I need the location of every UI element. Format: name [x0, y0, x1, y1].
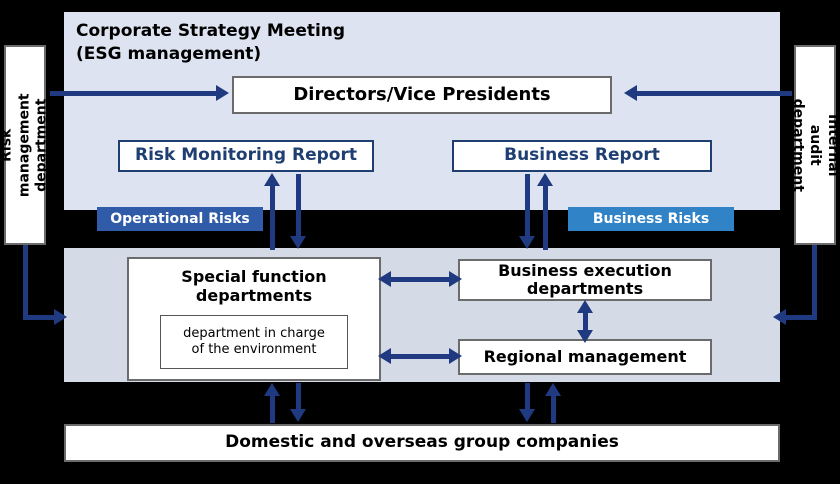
arrow-special-biz-head-left: [378, 271, 391, 287]
group-companies-box[interactable]: Domestic and overseas group companies: [64, 424, 780, 462]
arrow-group-right-down-head: [519, 409, 535, 422]
risk-management-department-box[interactable]: Risk management department: [0, 45, 50, 245]
arrow-special-regional-line: [389, 354, 451, 359]
arrow-group-left-up-line: [270, 393, 275, 423]
arrow-business-up-head: [537, 173, 553, 186]
arrow-operational-up-line: [270, 184, 275, 250]
arrow-business-up-line: [543, 184, 548, 250]
arrow-risk-mgmt-to-directors-head: [216, 85, 229, 101]
regional-management-box[interactable]: Regional management: [458, 339, 712, 375]
business-risks-tag: Business Risks: [568, 207, 734, 231]
arrow-business-down-line: [525, 174, 530, 238]
arrow-group-right-down-line: [525, 383, 530, 411]
internal-audit-department-label: Internal audit department: [790, 98, 840, 192]
arrow-business-down-head: [519, 236, 535, 249]
page-title: Corporate Strategy Meeting (ESG manageme…: [76, 21, 346, 64]
arrow-group-left-down-line: [296, 383, 301, 411]
arrow-risk-mgmt-elbow-horizontal: [23, 315, 56, 320]
risk-monitoring-report-box[interactable]: Risk Monitoring Report: [118, 140, 374, 172]
arrow-special-biz-head-right: [449, 271, 462, 287]
arrow-special-regional-head-left: [378, 348, 391, 364]
operational-risks-tag: Operational Risks: [97, 207, 263, 231]
business-report-box[interactable]: Business Report: [452, 140, 712, 172]
internal-audit-department-box[interactable]: Internal audit department: [790, 45, 840, 245]
arrow-biz-regional-head-down: [577, 330, 593, 343]
arrow-biz-regional-head-up: [577, 300, 593, 313]
arrow-group-left-up-head: [264, 383, 280, 396]
arrow-biz-regional-line: [583, 308, 588, 334]
directors-vice-presidents-box[interactable]: Directors/Vice Presidents: [232, 76, 612, 114]
special-function-departments-box[interactable]: Special function departments department …: [127, 257, 381, 381]
arrow-internal-audit-elbow-head: [773, 309, 786, 325]
arrow-group-right-up-head: [545, 383, 561, 396]
arrow-internal-audit-elbow-vertical: [812, 245, 817, 320]
arrow-operational-down-head: [290, 236, 306, 249]
arrow-group-right-up-line: [551, 393, 556, 423]
arrow-internal-audit-elbow-horizontal: [786, 315, 817, 320]
arrow-operational-down-line: [296, 174, 301, 238]
risk-management-department-label: Risk management department: [0, 93, 50, 197]
arrow-operational-up-head: [264, 173, 280, 186]
arrow-internal-audit-to-directors-line: [637, 91, 792, 96]
environment-department-box[interactable]: department in charge of the environment: [160, 314, 348, 369]
arrow-special-regional-head-right: [449, 348, 462, 364]
arrow-risk-mgmt-to-directors-line: [50, 91, 218, 96]
business-execution-departments-box[interactable]: Business execution departments: [458, 259, 712, 301]
arrow-special-biz-line: [389, 277, 451, 282]
arrow-risk-mgmt-elbow-vertical: [23, 245, 28, 320]
special-function-departments-label: Special function departments: [181, 267, 327, 305]
arrow-group-left-down-head: [290, 409, 306, 422]
arrow-internal-audit-to-directors-head: [624, 85, 637, 101]
arrow-risk-mgmt-elbow-head: [54, 309, 67, 325]
